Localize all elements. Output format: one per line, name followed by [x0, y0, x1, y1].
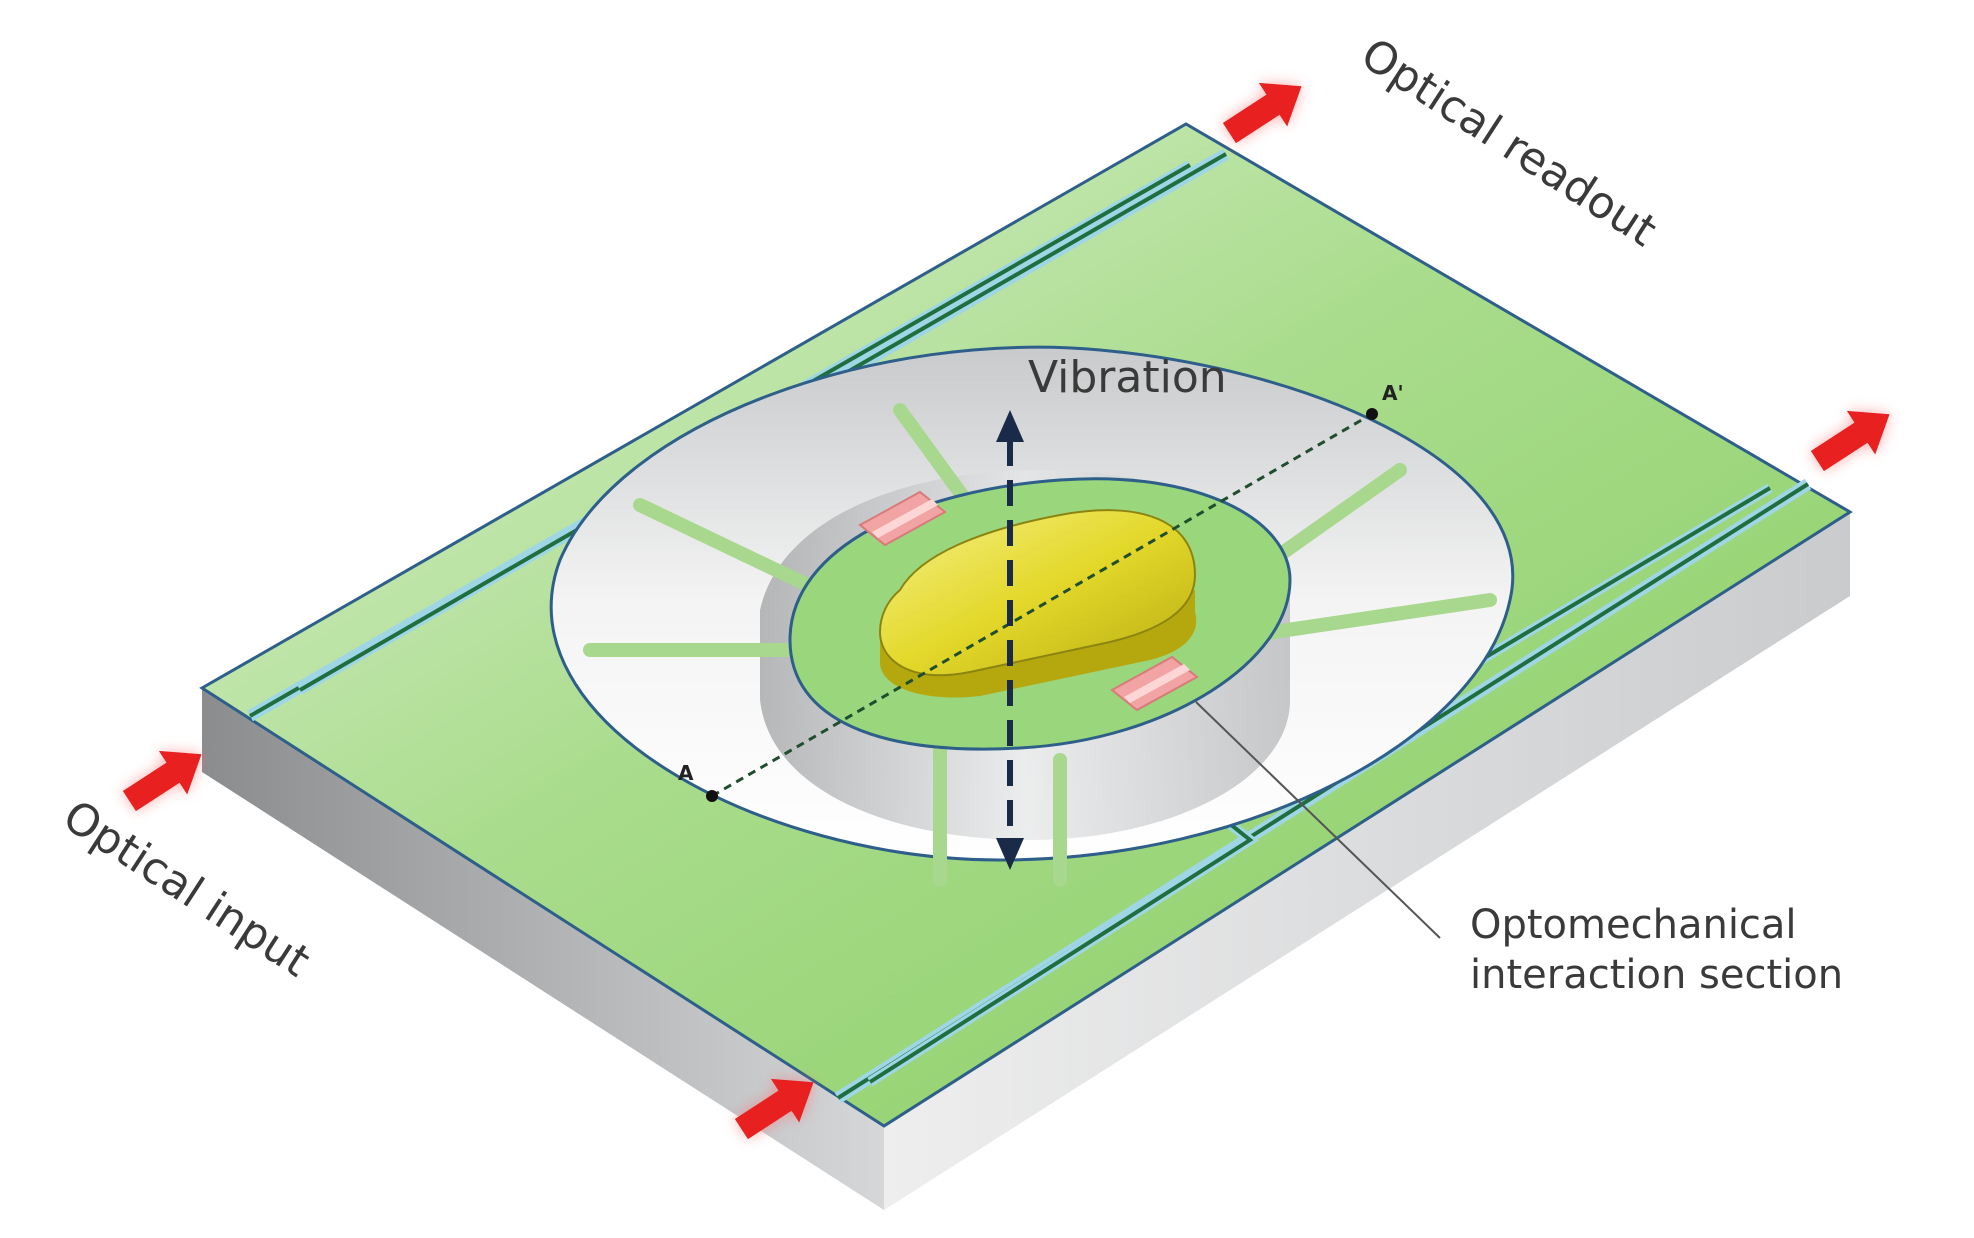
point-a-prime-label: A' [1382, 381, 1404, 405]
vibration-arrow [996, 410, 1024, 870]
interaction-leader-line [1195, 701, 1441, 939]
section-line [711, 412, 1373, 798]
output-arrow-right [1810, 410, 1890, 472]
optical-readout-label: Optical readout [1352, 28, 1665, 256]
point-a-prime-marker [1366, 408, 1378, 420]
point-a-marker [706, 790, 718, 802]
input-arrow-bottom [734, 1078, 814, 1140]
interaction-pad-lower [1110, 655, 1199, 712]
board-right-side [884, 512, 1850, 1210]
vibration-label: Vibration [1028, 352, 1227, 403]
input-arrow-left [122, 750, 202, 812]
board-front-side [202, 688, 884, 1210]
point-a-label: A [678, 761, 694, 785]
output-arrow-top [1222, 82, 1302, 144]
optomech-label-line1: Optomechanical [1470, 902, 1797, 948]
interaction-pad-upper [858, 490, 947, 547]
optomech-label-line2: interaction section [1470, 952, 1843, 998]
